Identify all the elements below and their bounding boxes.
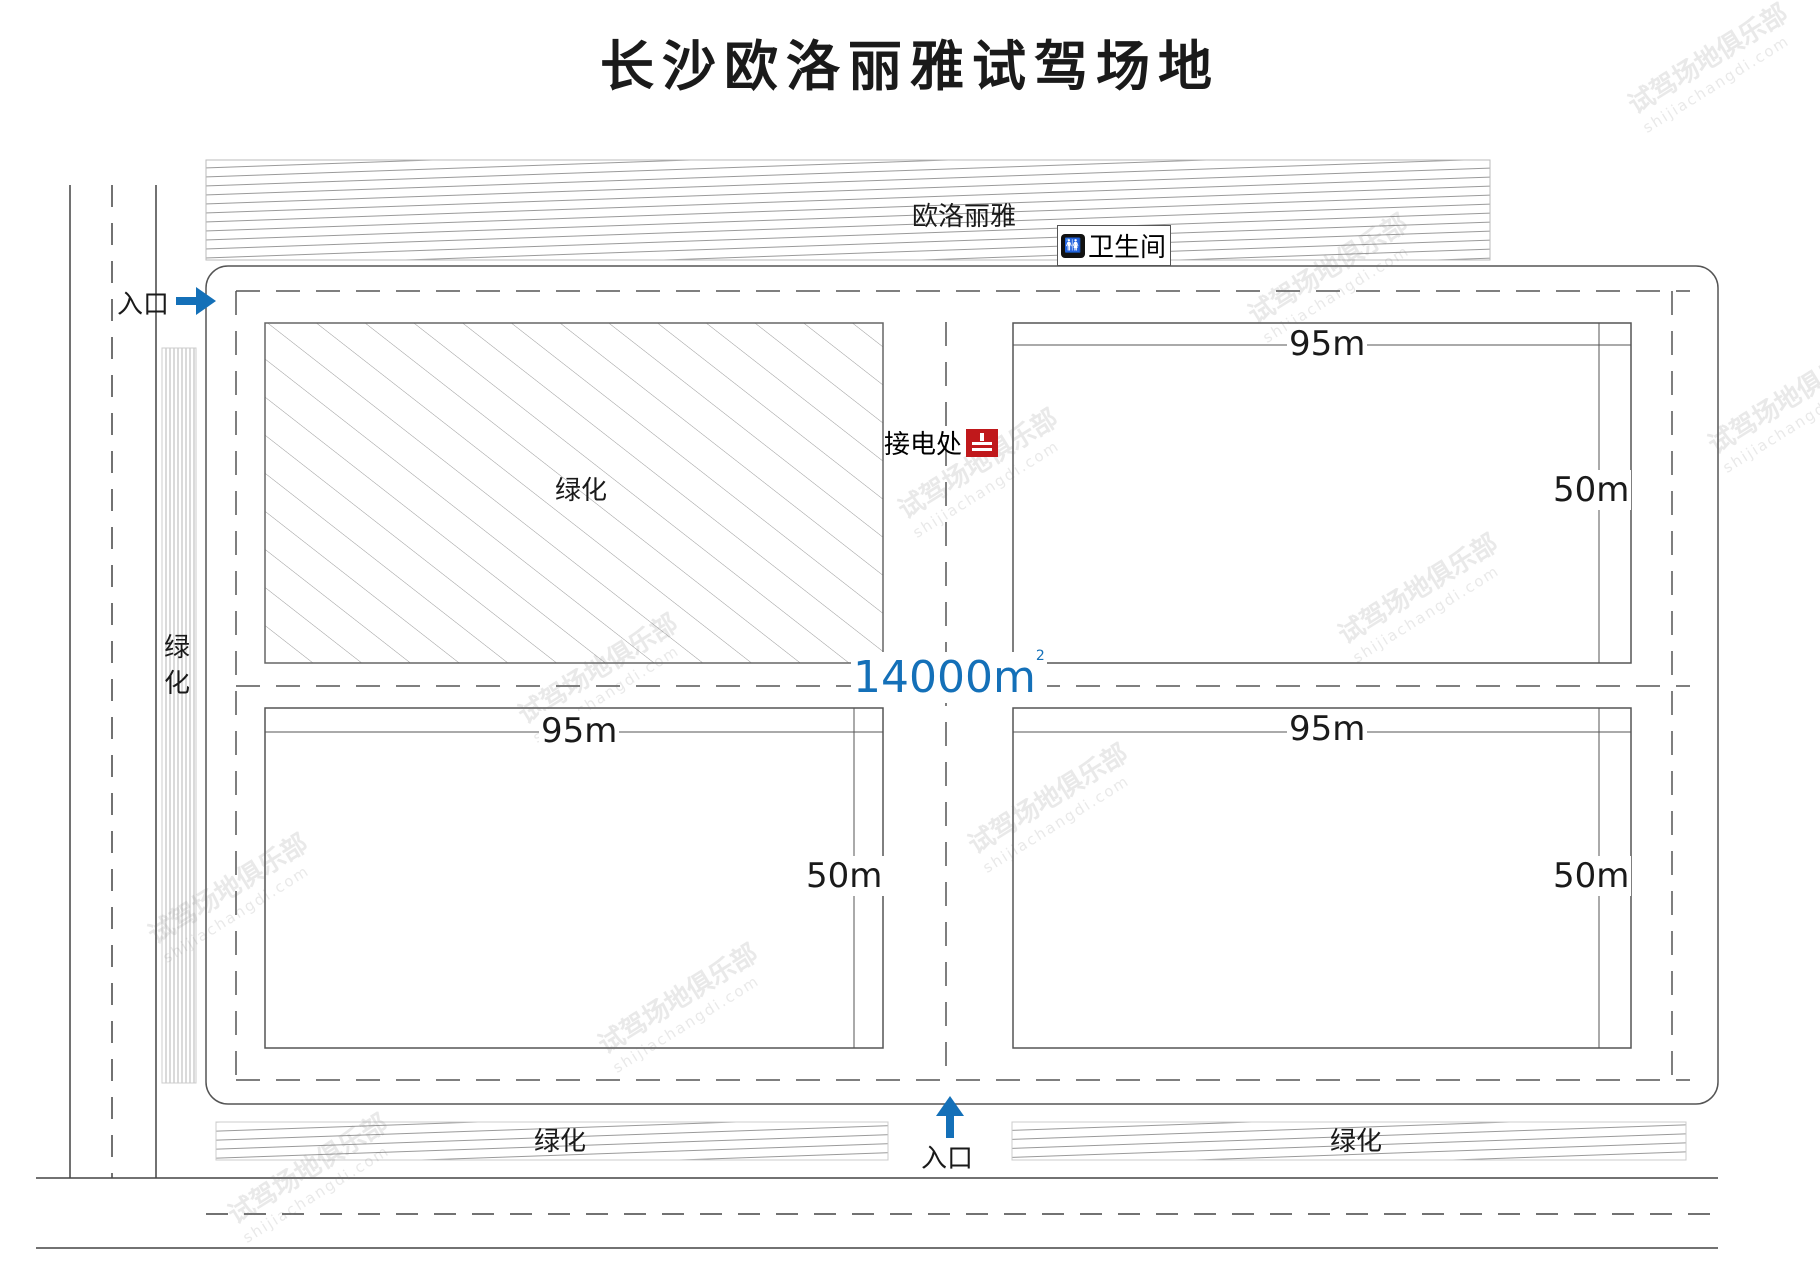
entrance-arrow-bottom (936, 1096, 964, 1138)
restroom-sign: 🚻 卫生间 (1057, 225, 1172, 266)
entrance-arrow-left (176, 287, 216, 315)
building-label: 欧洛丽雅 (912, 202, 1017, 232)
power-point-label: 接电处 (884, 430, 963, 460)
field-bottom-left-width: 95m (539, 711, 620, 751)
page-title: 长沙欧洛丽雅试驾场地 (600, 35, 1220, 98)
greenery-block (264, 322, 884, 664)
power-point: 接电处 (884, 424, 999, 461)
field-bottom-right-height: 50m (1551, 856, 1632, 896)
greenery-bottom-right-strip (1011, 1121, 1687, 1161)
field-top-right (1012, 322, 1632, 664)
area-unit-superscript: 2 (1035, 648, 1045, 664)
total-area-value: 14000m (853, 652, 1036, 703)
total-area-label: 14000m2 (851, 648, 1047, 703)
restroom-label: 卫生间 (1088, 233, 1167, 263)
field-bottom-left (264, 707, 884, 1049)
site-boundary (205, 265, 1719, 1105)
field-bottom-right (1012, 707, 1632, 1049)
field-top-right-width: 95m (1287, 324, 1368, 364)
greenery-bottom-left-strip (215, 1121, 889, 1161)
greenery-bottom-right-label: 绿化 (1330, 1127, 1383, 1157)
restroom-icon: 🚻 (1061, 233, 1085, 258)
greenery-left-strip (161, 347, 197, 1084)
entrance-bottom-label: 入口 (921, 1144, 974, 1174)
entrance-left-label: 入口 (117, 290, 170, 320)
field-bottom-left-height: 50m (804, 856, 885, 896)
greenery-bottom-left-label: 绿化 (534, 1127, 587, 1157)
power-outlet-icon (966, 428, 999, 457)
greenery-block-label: 绿化 (555, 476, 608, 506)
field-top-right-height: 50m (1551, 470, 1632, 510)
field-bottom-right-width: 95m (1287, 709, 1368, 749)
building-strip (205, 159, 1491, 261)
greenery-left-label: 绿化 (164, 633, 191, 699)
